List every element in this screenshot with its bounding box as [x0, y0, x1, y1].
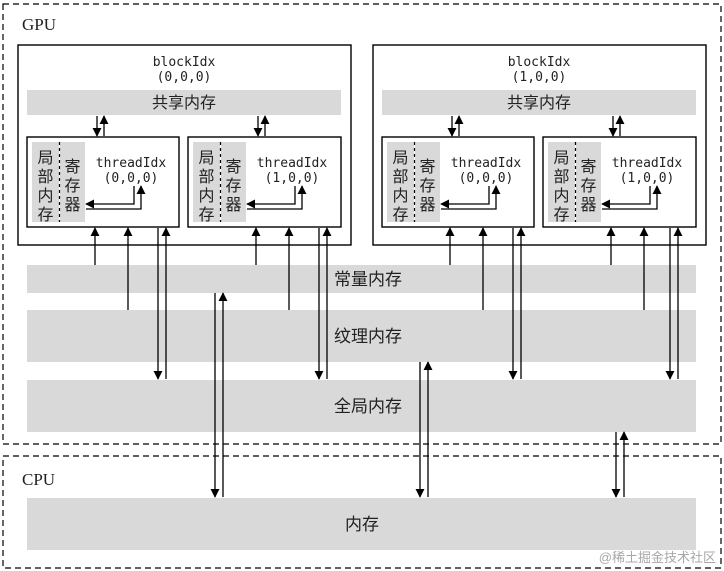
- local-memory-label: 局部内存: [553, 148, 569, 224]
- register-label: 寄存器: [225, 157, 241, 214]
- local-memory-label: 局部内存: [198, 148, 214, 224]
- block-1-shared-memory-label: 共享内存: [507, 93, 571, 112]
- memory-connectors: [90, 227, 683, 498]
- texture-memory-band: [27, 310, 696, 362]
- block-0-index: (0,0,0): [157, 70, 212, 85]
- register-label: 寄存器: [64, 157, 80, 214]
- global-memory-label: 全局内存: [334, 397, 402, 417]
- register-cell: [221, 142, 246, 222]
- texture-memory-label: 纹理内存: [334, 327, 402, 347]
- register-label: 寄存器: [580, 157, 596, 214]
- gpu-label: GPU: [22, 15, 56, 34]
- global-memory-band: [27, 380, 696, 432]
- watermark: @稀土掘金技术社区: [599, 550, 716, 565]
- block-1-thread-1: 局部内存 寄存器 threadIdx (1,0,0): [542, 136, 697, 228]
- thread-title: threadIdx: [96, 156, 167, 171]
- cpu-region: [2, 455, 722, 569]
- register-cell: [576, 142, 601, 222]
- cpu-label: CPU: [22, 470, 55, 489]
- constant-memory-band: [27, 265, 696, 293]
- block-1-thread-0: 局部内存 寄存器 threadIdx (0,0,0): [381, 136, 535, 228]
- local-memory-cell: [548, 142, 575, 222]
- thread-index: (0,0,0): [459, 171, 514, 186]
- thread-title: threadIdx: [612, 156, 683, 171]
- local-memory-label: 局部内存: [37, 148, 53, 224]
- local-memory-cell: [387, 142, 414, 222]
- thread-index: (1,0,0): [620, 171, 675, 186]
- block-0: blockIdx (0,0,0) 共享内存 局部内存 寄存器 threadIdx…: [17, 44, 352, 246]
- host-memory-band: [27, 498, 696, 550]
- local-memory-cell: [193, 142, 220, 222]
- local-memory-label: 局部内存: [392, 148, 408, 224]
- block-0-shared-memory: [27, 90, 341, 115]
- block-1-shared-memory: [382, 90, 696, 115]
- block-1-title: blockIdx: [508, 55, 571, 70]
- thread-index: (1,0,0): [265, 171, 320, 186]
- block-0-thread-0: 局部内存 寄存器 threadIdx (0,0,0): [26, 136, 180, 228]
- block-0-shared-memory-label: 共享内存: [152, 93, 216, 112]
- register-label: 寄存器: [419, 157, 435, 214]
- thread-title: threadIdx: [451, 156, 522, 171]
- local-memory-cell: [32, 142, 59, 222]
- register-cell: [415, 142, 440, 222]
- block-1: blockIdx (1,0,0) 共享内存 局部内存 寄存器 threadIdx…: [372, 44, 707, 246]
- thread-title: threadIdx: [257, 156, 328, 171]
- gpu-region: [2, 3, 722, 445]
- constant-memory-label: 常量内存: [334, 270, 402, 290]
- block-0-thread-1: 局部内存 寄存器 threadIdx (1,0,0): [187, 136, 342, 228]
- thread-index: (0,0,0): [104, 171, 159, 186]
- block-1-index: (1,0,0): [512, 70, 567, 85]
- block-0-title: blockIdx: [153, 55, 216, 70]
- register-cell: [60, 142, 85, 222]
- host-memory-label: 内存: [345, 515, 379, 535]
